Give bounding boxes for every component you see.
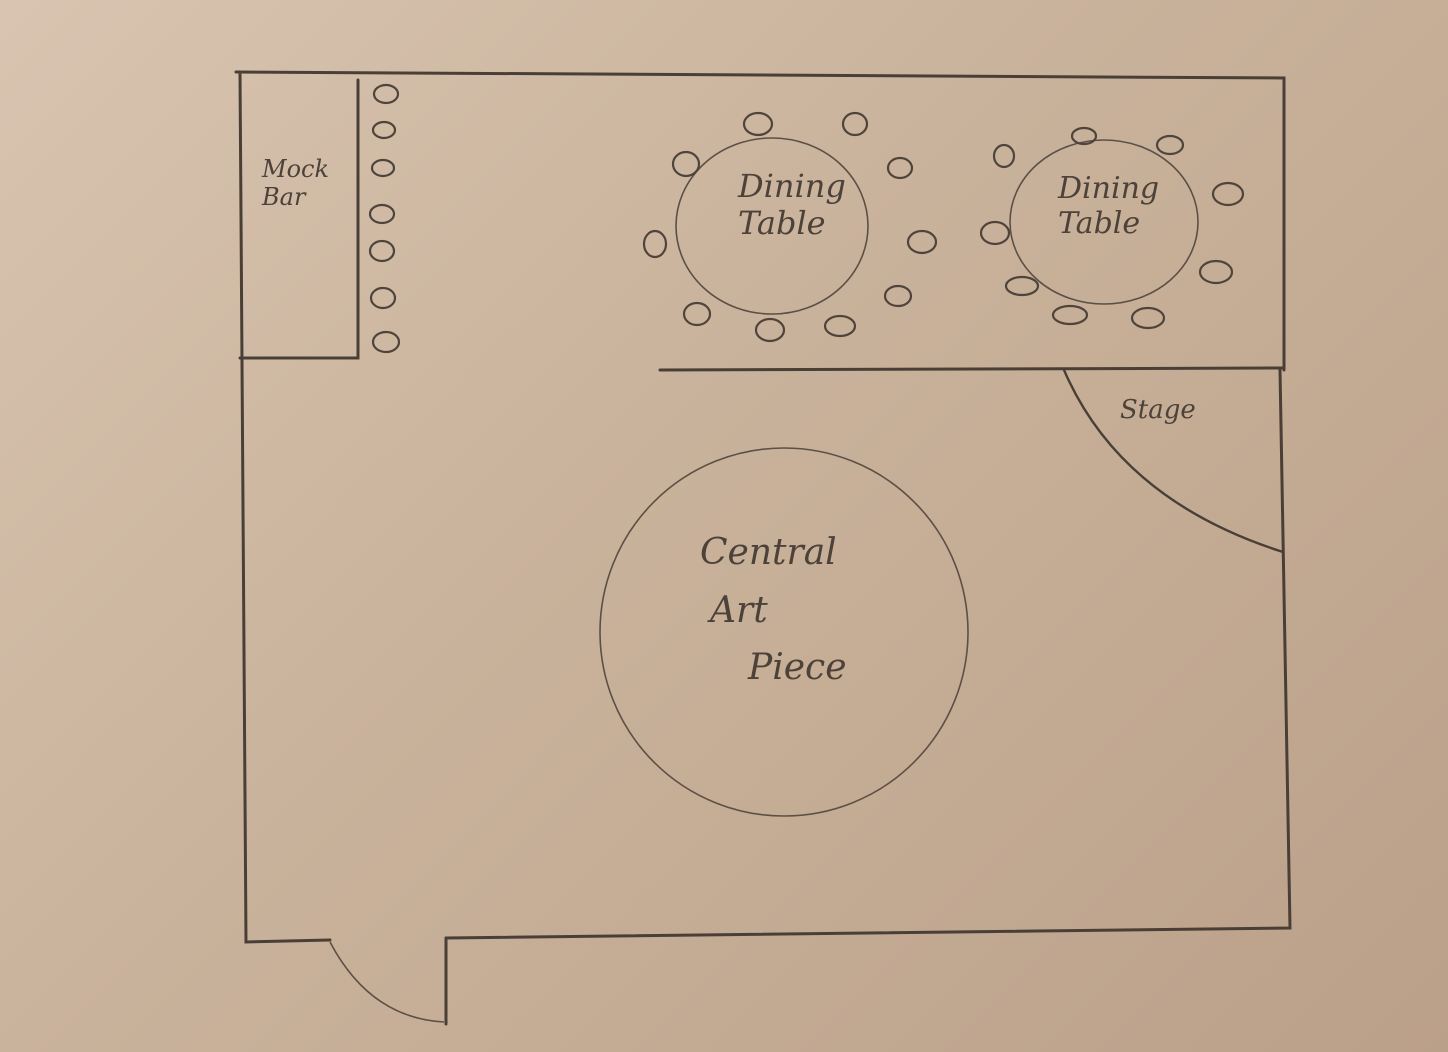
art-label-line2: Art — [710, 589, 768, 631]
outer-wall — [234, 70, 1292, 944]
mock-bar-label-line1: Mock — [262, 155, 330, 183]
dining-table-1 — [642, 111, 938, 343]
art-label-line1: Central — [700, 532, 837, 573]
dining-table-1-label-line1: Dining — [738, 167, 846, 205]
dining-table-2-label-line1: Dining — [1058, 171, 1160, 206]
bar-stools — [368, 83, 401, 354]
dining-partition-wall — [658, 366, 1284, 372]
dining-table-2-label-line2: Table — [1058, 205, 1141, 241]
bar-counter-wall — [238, 78, 360, 360]
dining-table-1-label-line2: Table — [738, 203, 826, 242]
stage-label: Stage — [1120, 395, 1196, 425]
central-art-piece-circle — [599, 447, 969, 817]
mock-bar-label-line2: Bar — [262, 182, 306, 211]
art-label-line3: Piece — [748, 647, 847, 689]
stage-edge — [1062, 368, 1285, 554]
dining-table-2 — [979, 126, 1245, 330]
door-swing-arc — [329, 941, 445, 1023]
